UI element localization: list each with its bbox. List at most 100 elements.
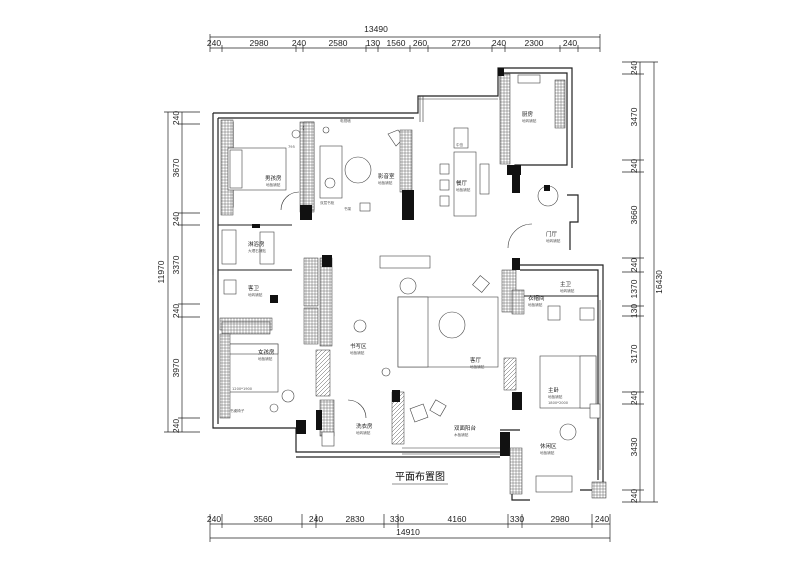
left-total-dim: 11970 — [156, 260, 166, 283]
room-label-wardrobe: 衣帽间 — [528, 294, 545, 302]
right-dim-10: 240 — [629, 489, 639, 503]
annot-desk-girl: 书桌椅子 — [230, 408, 245, 413]
room-sub-masterbath: 地砖铺贴 — [560, 288, 575, 293]
bed-size-girl: 1200*1900 — [232, 387, 253, 391]
foyer: 门厅 地砖铺贴 — [507, 175, 561, 249]
top-dim-5: 1560 — [387, 38, 406, 48]
room-sub-master: 地板铺贴 — [548, 394, 563, 399]
bottom-dim-0: 240 — [207, 514, 221, 524]
room-label-guestbath: 客卫 — [248, 284, 260, 292]
top-dim-4: 130 — [366, 38, 380, 48]
top-dim-2: 240 — [292, 38, 306, 48]
room-label-living: 客厅 — [470, 356, 482, 364]
room-sub-girl: 地板铺贴 — [258, 356, 273, 361]
dining: 餐厅 地板铺贴 中岛 — [439, 127, 490, 217]
media-room: 影音室 地板铺贴 双层书柜 书架 电视墙 — [300, 118, 414, 220]
annot-study-b: 书架 — [344, 206, 352, 211]
right-dim-2: 240 — [629, 159, 639, 173]
bathrooms-left: 淋浴房 大理石铺贴 客卫 地砖铺贴 — [218, 224, 292, 331]
top-dim-7: 2720 — [452, 38, 471, 48]
top-dim-9: 2300 — [525, 38, 544, 48]
right-dim-1: 3470 — [629, 107, 639, 126]
room-sub-living: 地板铺贴 — [470, 364, 485, 369]
left-dim-0: 240 — [171, 111, 181, 125]
bottom-dim-7: 2980 — [551, 514, 570, 524]
right-dim-3: 3660 — [629, 205, 639, 224]
room-sub-balcony: 木板铺贴 — [454, 432, 469, 437]
room-sub-dining: 地板铺贴 — [456, 187, 471, 192]
plan-title: 平面布置图 — [395, 471, 445, 483]
room-sub-kitchen: 地砖铺贴 — [522, 118, 537, 123]
top-dim-10: 240 — [563, 38, 577, 48]
kitchen: 厨房 地砖铺贴 — [498, 68, 566, 175]
room-sub-laundry: 地砖铺贴 — [356, 430, 371, 435]
left-dim-6: 240 — [171, 419, 181, 433]
right-dim-6: 130 — [629, 304, 639, 318]
room-label-balcony: 双面阳台 — [454, 424, 477, 432]
room-label-girl: 女孩房 — [258, 348, 275, 356]
left-dim-3: 3370 — [171, 255, 181, 274]
master-bedroom: 主卧 地板铺贴 1800*2000 — [539, 355, 601, 419]
room-label-masterbath: 主卫 — [560, 280, 572, 288]
room-label-boy: 男孩房 — [265, 174, 282, 182]
room-sub-lounge: 地板铺贴 — [540, 450, 555, 455]
top-dim-1: 2980 — [250, 38, 269, 48]
right-dim-5: 1370 — [629, 279, 639, 298]
left-dim-5: 3970 — [171, 358, 181, 377]
room-sub-boy: 地板铺贴 — [266, 182, 281, 187]
room-label-master: 主卧 — [548, 386, 560, 394]
room-sub-media: 地板铺贴 — [378, 180, 393, 185]
right-dimension: 16430 240 3470 240 3660 240 1370 130 317… — [622, 61, 664, 503]
laundry-balcony: 洗衣房 地砖铺贴 双面阳台 木板铺贴 休闲区 地板铺贴 — [316, 390, 607, 499]
room-sub-study: 地板铺贴 — [350, 350, 365, 355]
right-total-dim: 16430 — [654, 270, 664, 294]
top-dim-3: 2580 — [329, 38, 348, 48]
bottom-dim-1: 3560 — [254, 514, 273, 524]
bottom-total-dim: 14910 — [396, 527, 420, 537]
right-dim-7: 3170 — [629, 344, 639, 363]
room-sub-shower: 大理石铺贴 — [248, 248, 266, 253]
left-dim-4: 240 — [171, 304, 181, 318]
bottom-dim-6: 330 — [510, 514, 524, 524]
room-label-lounge: 休闲区 — [540, 442, 557, 450]
living-area: 书写区 地板铺贴 客厅 地板铺贴 — [303, 255, 499, 397]
right-dim-0: 240 — [629, 61, 639, 75]
room-label-laundry: 洗衣房 — [356, 422, 373, 430]
room-label-media: 影音室 — [378, 172, 395, 180]
top-dim-6: 260 — [413, 38, 427, 48]
top-dim-0: 240 — [207, 38, 221, 48]
bottom-dimension: 240 3560 240 2830 330 4160 330 2980 240 … — [207, 514, 611, 542]
window-lines — [212, 73, 604, 470]
left-dimension: 11970 240 3670 240 3370 240 3970 240 — [156, 111, 200, 433]
left-dim-2: 240 — [171, 212, 181, 226]
top-total-dim: 13490 — [364, 24, 388, 34]
annot-tv-wall: 电视墙 — [340, 118, 351, 123]
left-dim-1: 3670 — [171, 158, 181, 177]
boy-room: 男孩房 地板铺贴 795 — [220, 119, 315, 216]
bed-size-boy: 795 — [288, 145, 295, 149]
right-dim-4: 240 — [629, 258, 639, 272]
room-label-dining: 餐厅 — [456, 179, 468, 187]
bottom-dim-4: 330 — [390, 514, 404, 524]
room-sub-guestbath: 地砖铺贴 — [248, 292, 263, 297]
bottom-dim-5: 4160 — [448, 514, 467, 524]
room-label-shower: 淋浴房 — [248, 240, 265, 248]
room-sub-foyer: 地砖铺贴 — [546, 238, 561, 243]
bottom-dim-3: 2830 — [346, 514, 365, 524]
right-dim-9: 3430 — [629, 437, 639, 456]
top-dimension: 13490 240 2980 240 2580 130 1560 260 272… — [207, 24, 601, 52]
top-dim-8: 240 — [492, 38, 506, 48]
bottom-dim-2: 240 — [309, 514, 323, 524]
girl-room: 女孩房 地板铺贴 1200*1900 书桌椅子 — [219, 321, 306, 434]
bed-size-master: 1800*2000 — [548, 401, 569, 405]
room-label-study: 书写区 — [350, 342, 367, 350]
room-label-kitchen: 厨房 — [522, 110, 534, 118]
room-label-foyer: 门厅 — [546, 230, 558, 238]
annot-island: 中岛 — [456, 142, 464, 147]
right-dim-8: 240 — [629, 391, 639, 405]
bottom-dim-8: 240 — [595, 514, 609, 524]
master-suite-top: 衣帽间 地板铺贴 主卫 地砖铺贴 — [501, 258, 598, 410]
room-sub-wardrobe: 地板铺贴 — [528, 302, 543, 307]
annot-study-a: 双层书柜 — [320, 200, 335, 205]
